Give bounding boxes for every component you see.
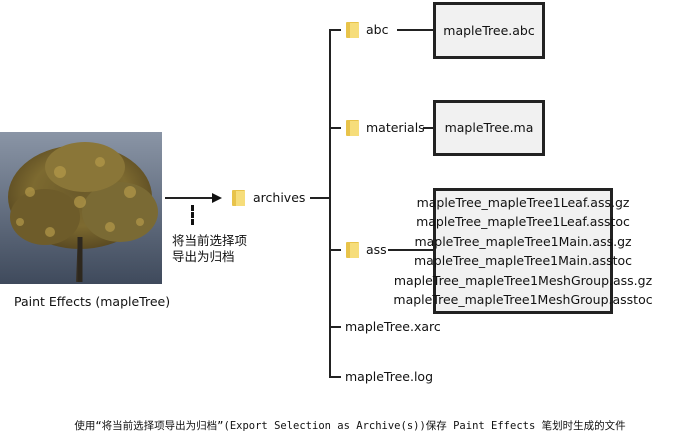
connector (329, 127, 341, 129)
connector (310, 197, 330, 199)
export-note-line1: 将当前选择项 (172, 233, 248, 248)
file-name: mapleTree.ma (444, 120, 534, 136)
materials-folder-label[interactable]: materials (366, 120, 425, 135)
export-note-line2: 导出为归档 (172, 249, 235, 264)
ass-folder-label[interactable]: ass (366, 242, 387, 257)
trunk-line (329, 29, 331, 378)
file-name: mapleTree_mapleTree1MeshGroup.asstoc (393, 292, 653, 307)
preview-caption: Paint Effects (mapleTree) (14, 294, 171, 309)
folder-icon (345, 21, 360, 39)
abc-files-box: mapleTree.abc (433, 2, 545, 59)
connector (329, 326, 341, 328)
file-name: mapleTree_mapleTree1Leaf.ass.gz (416, 194, 630, 210)
file-name: mapleTree_mapleTree1Main.ass.gz (414, 233, 632, 249)
file-name: mapleTree_mapleTree1MeshGroup.ass.gz (393, 272, 653, 288)
materials-files-box: mapleTree.ma (433, 100, 545, 156)
connector (423, 127, 433, 129)
file-name: mapleTree_mapleTree1Main.asstoc (413, 253, 633, 268)
file-name: mapleTree.abc (443, 22, 535, 38)
ass-files-box: mapleTree_mapleTree1Leaf.ass.gz mapleTre… (393, 188, 653, 314)
folder-icon (231, 189, 246, 207)
maple-tree-preview (0, 132, 162, 284)
archives-folder-label[interactable]: archives (253, 190, 306, 205)
connector (388, 249, 433, 251)
arrow-head-icon (212, 193, 222, 203)
connector (329, 376, 341, 378)
connector (397, 29, 433, 31)
abc-folder-label[interactable]: abc (366, 22, 389, 37)
folder-icon (345, 241, 360, 259)
dashed-connector (191, 205, 194, 225)
file-name: mapleTree_mapleTree1Leaf.asstoc (416, 214, 630, 229)
xarc-file-label[interactable]: mapleTree.xarc (345, 319, 441, 334)
figure-caption: 使用“将当前选择项导出为归档”(Export Selection as Arch… (74, 420, 626, 432)
log-file-label[interactable]: mapleTree.log (345, 369, 434, 384)
connector (329, 249, 341, 251)
export-arrow-line (165, 197, 213, 199)
folder-icon (345, 119, 360, 137)
connector (329, 29, 341, 31)
